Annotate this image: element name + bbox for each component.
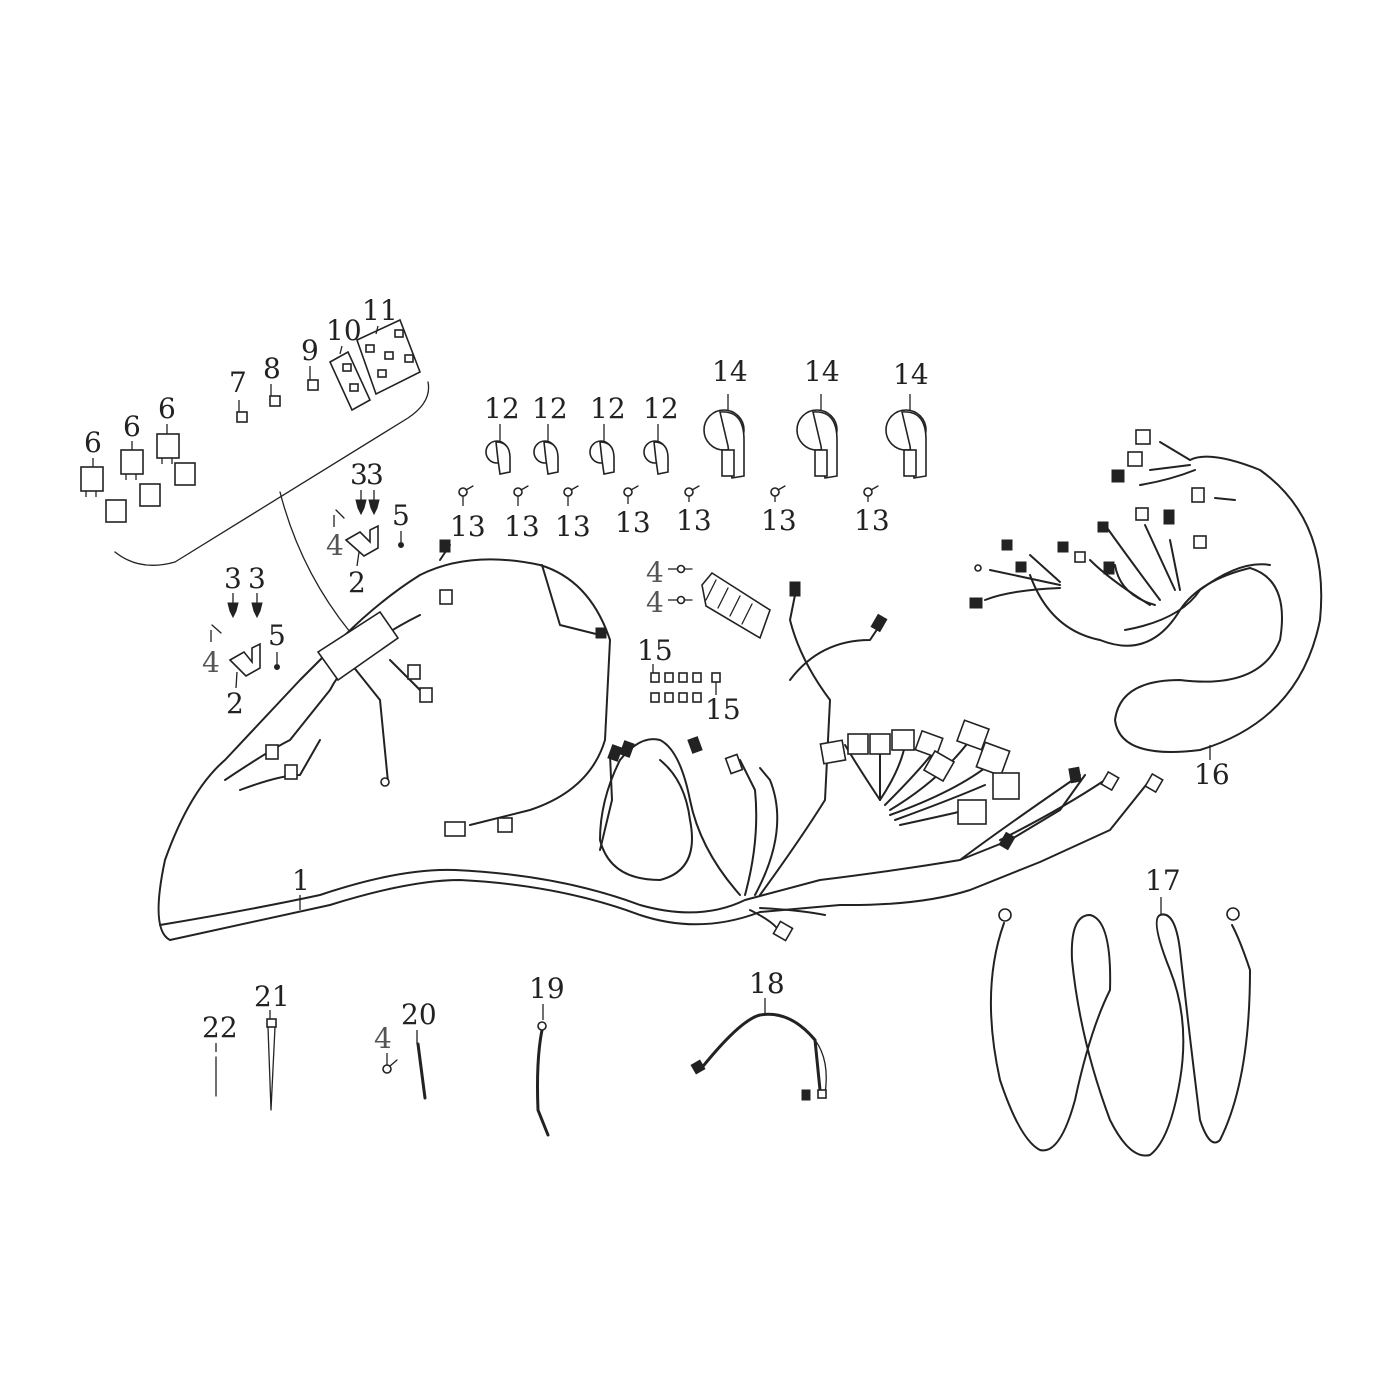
- callout-6: 6: [123, 410, 141, 443]
- fuse-icon: [236, 379, 319, 423]
- callout-18: 18: [749, 967, 785, 1000]
- group-boundary-line: [114, 381, 430, 566]
- callout-3: 3: [350, 458, 368, 491]
- bracket-icon: [344, 524, 379, 557]
- callout-9: 9: [301, 334, 319, 367]
- callout-12: 12: [532, 392, 568, 425]
- callout-13: 13: [761, 504, 797, 537]
- bolt-icon: [335, 509, 345, 519]
- callout-3: 3: [224, 562, 242, 595]
- cable-clamps-small: [485, 424, 669, 475]
- callout-13: 13: [450, 510, 486, 543]
- callout-6: 6: [158, 392, 176, 425]
- ring-terminal: [998, 908, 1012, 922]
- group-leader-curve: [279, 491, 351, 633]
- callout-15: 15: [637, 634, 673, 667]
- callout-4: 4: [374, 1022, 392, 1055]
- callout-13: 13: [555, 510, 591, 543]
- callout-4: 4: [202, 646, 220, 679]
- screw-icon: [355, 499, 367, 516]
- bracket-hardware-upper: [333, 490, 404, 567]
- callout-13: 13: [854, 504, 890, 537]
- cable-clamps-large: [703, 394, 927, 479]
- nut-icon: [398, 542, 404, 548]
- strap-and-bolt: [382, 1030, 427, 1100]
- callout-10: 10: [326, 314, 362, 347]
- callout-14: 14: [893, 358, 929, 391]
- callout-22: 22: [202, 1011, 238, 1044]
- callout-8: 8: [263, 352, 281, 385]
- callout-3: 3: [248, 562, 266, 595]
- connector: [1135, 429, 1151, 445]
- callout-2: 2: [348, 566, 366, 599]
- callout-11: 11: [362, 294, 398, 327]
- bracket-hardware-lower: [210, 593, 280, 689]
- callout-4: 4: [646, 586, 664, 619]
- control-module-box: [316, 610, 400, 682]
- screws-13: [458, 485, 879, 506]
- ring-terminal: [1226, 907, 1240, 921]
- fuse-holder-icon: [328, 318, 422, 412]
- callout-14: 14: [804, 355, 840, 388]
- callout-17: 17: [1145, 864, 1181, 897]
- callout-12: 12: [643, 392, 679, 425]
- bracket-icon: [228, 642, 261, 677]
- callout-13: 13: [676, 504, 712, 537]
- nut-icon: [274, 664, 280, 670]
- callout-12: 12: [590, 392, 626, 425]
- callout-2: 2: [226, 687, 244, 720]
- callout-labels: 1 2 2 3 3 3 3 4 4 4 4 4 5 5 6 6 6 7 8 9 …: [84, 294, 1230, 1055]
- callout-3: 3: [366, 458, 384, 491]
- terminals-15: [650, 664, 721, 703]
- front-harness: [969, 429, 1323, 760]
- callout-16: 16: [1194, 758, 1230, 791]
- screw-icon: [368, 499, 380, 516]
- callout-21: 21: [254, 980, 290, 1013]
- callout-4: 4: [646, 556, 664, 589]
- battery-cable: [989, 897, 1251, 1157]
- callout-14: 14: [712, 355, 748, 388]
- callout-4: 4: [326, 529, 344, 562]
- screw-icon: [251, 602, 263, 619]
- relay-icon: [80, 433, 196, 523]
- callout-5: 5: [268, 619, 286, 652]
- callout-13: 13: [615, 506, 651, 539]
- callout-13: 13: [504, 510, 540, 543]
- bolt-icon: [211, 624, 222, 634]
- callout-6: 6: [84, 426, 102, 459]
- relay-fuse-group: [80, 318, 430, 633]
- callout-12: 12: [484, 392, 520, 425]
- screw-icon: [227, 602, 239, 619]
- callout-7: 7: [229, 366, 247, 399]
- callout-20: 20: [401, 998, 437, 1031]
- fuse-block: [668, 564, 771, 640]
- callout-1: 1: [292, 864, 310, 897]
- callout-19: 19: [529, 972, 565, 1005]
- main-harness: [157, 539, 1164, 942]
- callout-5: 5: [392, 499, 410, 532]
- sub-harness: [690, 998, 827, 1101]
- callout-15: 15: [705, 693, 741, 726]
- ground-wire: [536, 1004, 550, 1137]
- cable-tie: [266, 1010, 277, 1111]
